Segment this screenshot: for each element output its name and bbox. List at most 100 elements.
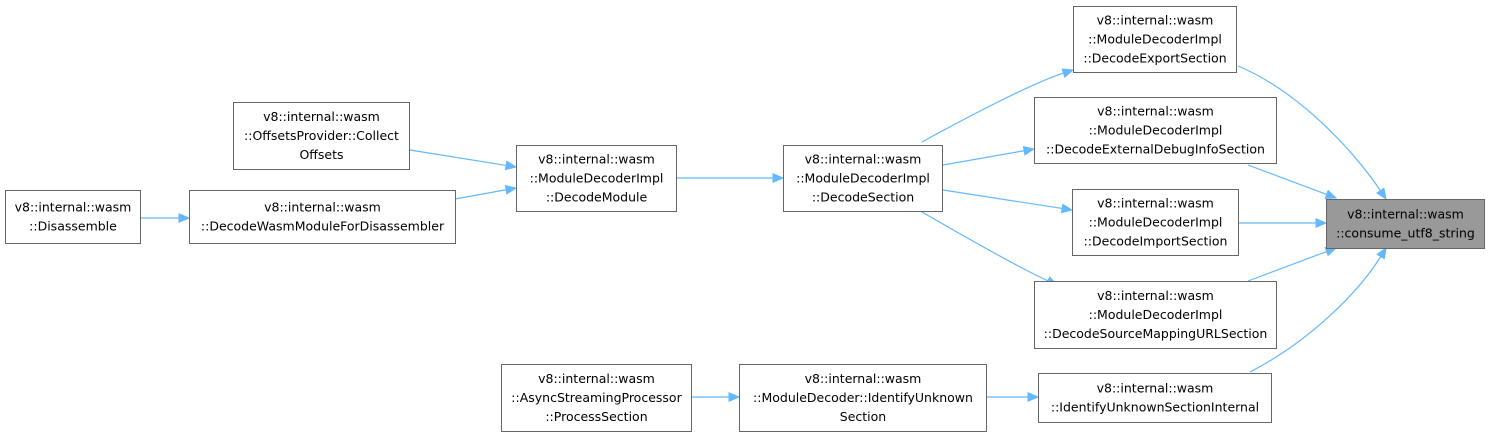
edge-decode-section-to-decode-external-debug-info-line	[942, 150, 1025, 166]
node-label-line: v8::internal::wasm	[1097, 288, 1214, 303]
edge-process-section-to-identify-unknown-section-arrowhead	[728, 392, 741, 402]
node-label-line: ::DecodeSourceMappingURLSection	[1044, 326, 1268, 341]
edge-identify-unknown-section-to-identify-unknown-section-internal-arrowhead	[1027, 392, 1040, 402]
edge-decode-for-disassembler-to-decode-module-arrowhead	[504, 184, 518, 195]
node-decode-section[interactable]: v8::internal::wasm::ModuleDecoderImpl::D…	[783, 145, 943, 212]
node-box	[739, 364, 987, 432]
node-label-line: ::ModuleDecoder::IdentifyUnknown	[753, 390, 973, 405]
node-label-line: v8::internal::wasm	[263, 109, 380, 124]
node-box	[1038, 373, 1272, 423]
edge-decode-external-debug-info-to-consume-utf8-string-arrowhead	[1324, 189, 1338, 199]
node-process-section[interactable]: v8::internal::wasm::AsyncStreamingProces…	[501, 364, 692, 432]
edge-decode-for-disassembler-to-decode-module	[454, 184, 518, 200]
node-box	[5, 190, 141, 244]
node-label-line: ::DecodeExportSection	[1083, 51, 1226, 66]
node-consume-utf8-string[interactable]: v8::internal::wasm::consume_utf8_string	[1326, 199, 1485, 249]
edge-decode-source-mapping-url-to-consume-utf8-string	[1247, 247, 1338, 282]
node-box	[1034, 97, 1277, 164]
node-box	[1326, 199, 1485, 249]
node-label-line: ::ModuleDecoderImpl	[1089, 123, 1223, 138]
edge-decode-section-to-decode-source-mapping-url	[921, 211, 1059, 286]
node-label-line: v8::internal::wasm	[1097, 196, 1214, 211]
edge-identify-unknown-section-internal-to-consume-utf8-string-line	[1249, 256, 1382, 373]
edge-decode-external-debug-info-to-consume-utf8-string	[1247, 164, 1338, 199]
edge-collect-offsets-to-decode-module-arrowhead	[504, 160, 518, 171]
edge-decode-section-to-decode-import-section	[942, 189, 1074, 214]
node-identify-unknown-section-internal[interactable]: v8::internal::wasm::IdentifyUnknownSecti…	[1038, 373, 1272, 423]
node-label-line: ::DecodeModule	[546, 190, 648, 205]
node-decode-module[interactable]: v8::internal::wasm::ModuleDecoderImpl::D…	[516, 145, 677, 212]
edge-decode-section-to-decode-external-debug-info-arrowhead	[1022, 145, 1036, 156]
node-box	[501, 364, 692, 432]
node-box	[1034, 281, 1277, 349]
edge-decode-module-to-decode-section	[677, 173, 785, 183]
node-identify-unknown-section[interactable]: v8::internal::wasm::ModuleDecoder::Ident…	[739, 364, 987, 432]
node-box	[516, 145, 677, 212]
nodes-layer: v8::internal::wasm::Disassemblev8::inter…	[5, 6, 1485, 432]
node-label-line: v8::internal::wasm	[538, 371, 655, 386]
node-label-line: v8::internal::wasm	[264, 200, 381, 215]
edge-decode-import-section-to-consume-utf8-string	[1238, 218, 1328, 228]
edge-decode-section-to-decode-export-section-arrowhead	[1061, 68, 1075, 78]
edge-decode-export-section-to-consume-utf8-string-line	[1237, 65, 1381, 192]
node-label-line: ::DecodeExternalDebugInfoSection	[1046, 142, 1265, 157]
node-label-line: v8::internal::wasm	[805, 371, 922, 386]
node-label-line: ::OffsetsProvider::Collect	[244, 128, 399, 143]
node-decode-import-section[interactable]: v8::internal::wasm::ModuleDecoderImpl::D…	[1072, 189, 1239, 256]
node-label-line: v8::internal::wasm	[805, 152, 922, 167]
node-label-line: Offsets	[299, 147, 343, 162]
node-label-line: ::consume_utf8_string	[1336, 226, 1475, 241]
edge-process-section-to-identify-unknown-section	[691, 392, 741, 402]
edge-decode-section-to-decode-export-section	[921, 68, 1075, 143]
node-decode-export-section[interactable]: v8::internal::wasm::ModuleDecoderImpl::D…	[1073, 6, 1237, 73]
edge-decode-module-to-decode-section-arrowhead	[772, 173, 785, 183]
node-decode-external-debug-info[interactable]: v8::internal::wasm::ModuleDecoderImpl::D…	[1034, 97, 1277, 164]
node-label-line: ::DecodeImportSection	[1084, 234, 1228, 249]
node-label-line: v8::internal::wasm	[1097, 13, 1214, 28]
node-label-line: v8::internal::wasm	[15, 200, 132, 215]
node-label-line: ::AsyncStreamingProcessor	[511, 390, 682, 405]
node-label-line: ::ModuleDecoderImpl	[1089, 215, 1223, 230]
node-box	[1073, 6, 1237, 73]
node-label-line: ::IdentifyUnknownSectionInternal	[1051, 400, 1259, 415]
edge-identify-unknown-section-to-identify-unknown-section-internal	[987, 392, 1040, 402]
node-label-line: v8::internal::wasm	[538, 152, 655, 167]
edges-layer	[141, 65, 1387, 402]
node-decode-for-disassembler[interactable]: v8::internal::wasm::DecodeWasmModuleForD…	[189, 190, 456, 244]
node-box	[233, 102, 410, 170]
node-label-line: ::DecodeSection	[812, 190, 914, 205]
node-label-line: ::DecodeWasmModuleForDisassembler	[201, 219, 445, 234]
edge-decode-for-disassembler-to-decode-module-line	[454, 189, 507, 200]
edge-decode-section-to-decode-export-section-line	[921, 72, 1064, 143]
edge-collect-offsets-to-decode-module-line	[409, 149, 507, 167]
node-label-line: ::ModuleDecoderImpl	[1088, 32, 1222, 47]
node-label-line: ::ModuleDecoderImpl	[1089, 307, 1223, 322]
node-box	[189, 190, 456, 244]
node-label-line: ::Disassemble	[29, 219, 117, 234]
edge-decode-section-to-decode-source-mapping-url-line	[921, 211, 1049, 282]
edge-identify-unknown-section-internal-to-consume-utf8-string	[1249, 246, 1387, 373]
node-label-line: v8::internal::wasm	[1097, 381, 1214, 396]
edge-decode-source-mapping-url-to-consume-utf8-string-line	[1247, 250, 1327, 282]
edge-decode-import-section-to-consume-utf8-string-arrowhead	[1315, 218, 1328, 228]
node-disassemble[interactable]: v8::internal::wasm::Disassemble	[5, 190, 141, 244]
node-label-line: ::ModuleDecoderImpl	[530, 171, 664, 186]
edge-identify-unknown-section-internal-to-consume-utf8-string-arrowhead	[1376, 246, 1387, 260]
node-decode-source-mapping-url[interactable]: v8::internal::wasm::ModuleDecoderImpl::D…	[1034, 281, 1277, 349]
edge-decode-section-to-decode-external-debug-info	[942, 145, 1036, 166]
node-collect-offsets[interactable]: v8::internal::wasm::OffsetsProvider::Col…	[233, 102, 410, 170]
edge-disassemble-to-decode-for-disassembler-arrowhead	[178, 213, 191, 223]
node-label-line: Section	[840, 409, 886, 424]
node-label-line: ::ProcessSection	[545, 409, 647, 424]
node-label-line: v8::internal::wasm	[1097, 104, 1214, 119]
edge-decode-export-section-to-consume-utf8-string	[1237, 65, 1387, 201]
node-label-line: ::ModuleDecoderImpl	[796, 171, 930, 186]
edge-decode-section-to-decode-import-section-arrowhead	[1060, 203, 1074, 214]
edge-decode-external-debug-info-to-consume-utf8-string-line	[1247, 164, 1327, 196]
edge-collect-offsets-to-decode-module	[409, 149, 518, 171]
edge-decode-export-section-to-consume-utf8-string-arrowhead	[1376, 187, 1387, 201]
node-label-line: v8::internal::wasm	[1347, 207, 1464, 222]
edge-decode-section-to-decode-import-section-line	[942, 189, 1063, 210]
node-box	[783, 145, 943, 212]
